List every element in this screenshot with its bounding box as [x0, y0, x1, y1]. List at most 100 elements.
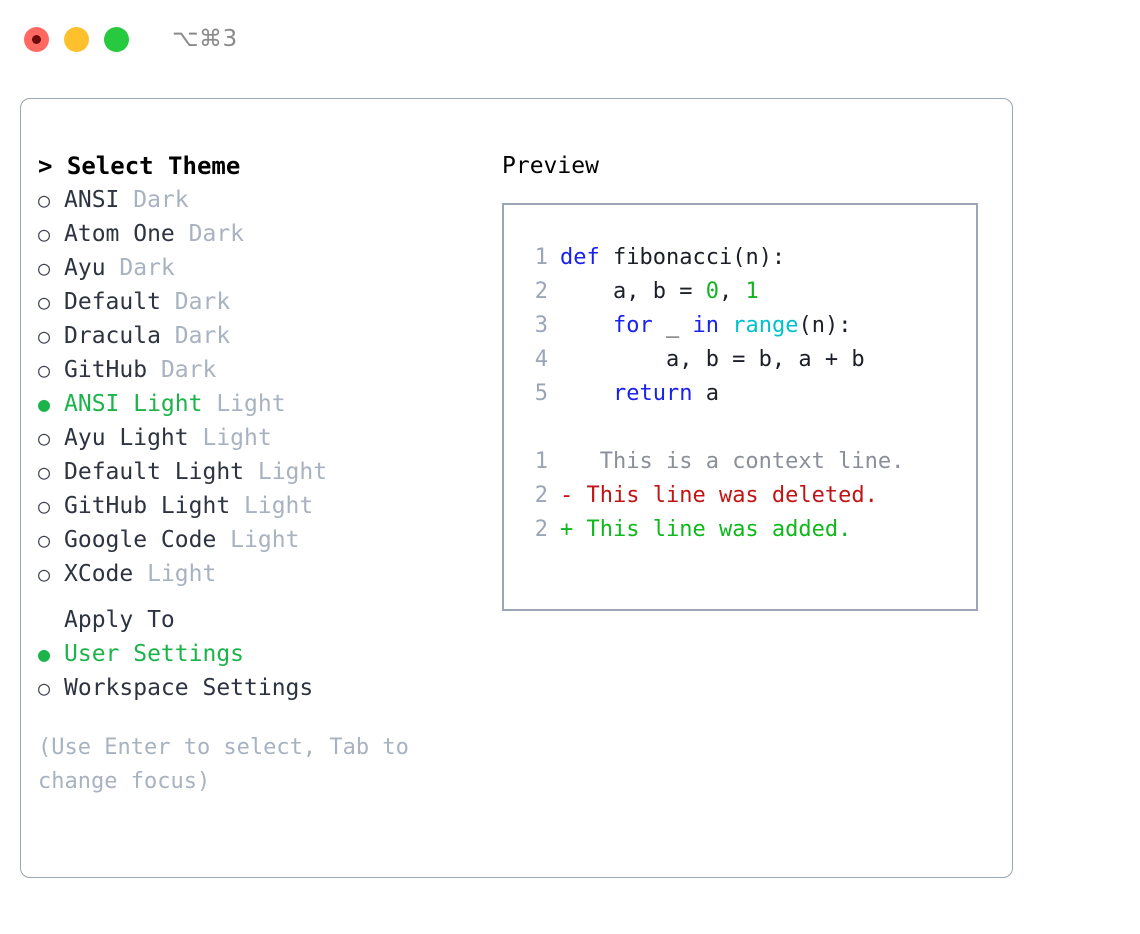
theme-list: ○ANSI Dark○Atom One Dark○Ayu Dark○Defaul… [38, 183, 498, 591]
diff-marker: - [560, 483, 574, 508]
radio-unselected-icon: ○ [38, 358, 51, 382]
radio-unselected-icon: ○ [38, 256, 51, 280]
theme-option-row[interactable]: ○ GitHub Light Light [38, 489, 498, 523]
code-line-text: def fibonacci(n): [560, 241, 785, 275]
theme-option-row[interactable]: ○Dracula Dark [38, 319, 498, 353]
theme-option-label: GitHub Light [64, 493, 231, 519]
code-line-text: for _ in range(n): [560, 309, 851, 343]
theme-variant-badge: Light [216, 527, 300, 553]
code-line-text: a, b = 0, 1 [560, 275, 759, 309]
code-token [560, 313, 613, 338]
code-line-text: a, b = b, a + b [560, 343, 865, 377]
theme-option-row[interactable]: ○Atom One Dark [38, 217, 498, 251]
code-token [560, 381, 613, 406]
apply-to-option-row[interactable]: ○Workspace Settings [38, 671, 498, 705]
theme-variant-badge: Dark [147, 357, 217, 383]
theme-option-label: ANSI Light [64, 391, 203, 417]
theme-variant-badge: Dark [160, 289, 231, 315]
theme-picker-column: > Select Theme ○ANSI Dark○Atom One Dark○… [38, 149, 498, 799]
line-number: 2 [534, 517, 548, 542]
theme-variant-badge: Dark [160, 323, 231, 349]
main-panel: > Select Theme ○ANSI Dark○Atom One Dark○… [20, 98, 1013, 878]
apply-to-option-label: Workspace Settings [64, 675, 314, 701]
code-line-text: return a [560, 377, 719, 411]
code-token: _ [652, 313, 693, 338]
theme-option-label: Dracula [64, 323, 161, 349]
code-token: (n): [798, 313, 852, 338]
theme-option-label: Ayu Light [64, 425, 189, 451]
theme-option-label: Default [64, 289, 161, 315]
radio-unselected-icon: ○ [38, 494, 51, 518]
diff-line-text: This line was deleted. [573, 483, 878, 508]
radio-unselected-icon: ○ [38, 460, 51, 484]
diff-line-text: This is a context line. [573, 449, 905, 474]
theme-option-label: ANSI [64, 187, 120, 213]
code-token: 1 [745, 279, 759, 304]
code-token: in [692, 313, 719, 338]
theme-variant-badge: Light [202, 391, 286, 417]
maximize-button[interactable] [104, 26, 129, 52]
code-token: def [560, 245, 600, 270]
code-token: a, b = b, a + b [560, 347, 865, 372]
theme-option-row[interactable]: ○ ANSI Dark [38, 183, 498, 217]
radio-unselected-icon: ○ [38, 290, 51, 314]
radio-unselected-icon: ○ [38, 188, 51, 212]
theme-option-row[interactable]: ○ Ayu Light Light [38, 421, 498, 455]
title-bar: ⌥⌘3 [0, 0, 1140, 78]
radio-unselected-icon: ○ [38, 528, 51, 552]
theme-variant-badge: Light [133, 561, 217, 587]
diff-marker [560, 445, 573, 479]
theme-option-row[interactable]: ○ GitHub Dark [38, 353, 498, 387]
code-line: 4 a, b = b, a + b [518, 343, 976, 377]
code-token: a [692, 381, 719, 406]
code-token [719, 313, 732, 338]
radio-unselected-icon: ○ [38, 222, 51, 246]
keyboard-shortcut-label: ⌥⌘3 [172, 26, 238, 52]
theme-variant-badge: Dark [105, 255, 175, 281]
theme-option-row[interactable]: ● ANSI Light Light [38, 387, 498, 421]
theme-variant-badge: Light [188, 425, 272, 451]
theme-option-label: GitHub [64, 357, 148, 383]
radio-unselected-icon: ○ [38, 426, 51, 450]
radio-selected-icon: ● [38, 392, 51, 416]
line-number: 1 [534, 245, 548, 270]
diff-sample: 1 This is a context line.2- This line wa… [518, 445, 976, 547]
theme-variant-badge: Dark [119, 187, 189, 213]
diff-line: 2- This line was deleted. [518, 479, 976, 513]
code-line: 3 for _ in range(n): [518, 309, 976, 343]
radio-unselected-icon: ○ [38, 562, 51, 586]
close-button[interactable] [24, 26, 49, 52]
code-line: 1 def fibonacci(n): [518, 241, 976, 275]
radio-selected-icon: ● [38, 642, 51, 666]
apply-to-heading: Apply To [64, 607, 175, 633]
theme-option-row[interactable]: ○ Default Dark [38, 285, 498, 319]
theme-option-row[interactable]: ○ Default Light Light [38, 455, 498, 489]
line-number: 2 [534, 279, 548, 304]
diff-line: 2+ This line was added. [518, 513, 976, 547]
theme-option-label: XCode [64, 561, 134, 587]
theme-variant-badge: Dark [174, 221, 245, 247]
theme-option-label: Default Light [64, 459, 245, 485]
code-token: fibonacci(n): [599, 245, 786, 270]
line-number: 2 [534, 483, 548, 508]
spacer [518, 411, 976, 445]
code-token: return [612, 381, 693, 406]
theme-option-row[interactable]: ○Google Code Light [38, 523, 498, 557]
select-theme-heading: > Select Theme [38, 152, 241, 180]
minimize-button[interactable] [64, 26, 89, 52]
code-line: 2 a, b = 0, 1 [518, 275, 976, 309]
theme-variant-badge: Light [230, 493, 314, 519]
line-number: 3 [534, 313, 548, 338]
apply-to-list: ●User Settings○Workspace Settings [38, 637, 498, 705]
apply-to-option-row[interactable]: ●User Settings [38, 637, 498, 671]
theme-option-row[interactable]: ○Ayu Dark [38, 251, 498, 285]
theme-variant-badge: Light [244, 459, 328, 485]
theme-option-row[interactable]: ○ XCode Light [38, 557, 498, 591]
line-number: 5 [534, 381, 548, 406]
preview-heading: Preview [502, 153, 599, 179]
code-token: , [718, 279, 746, 304]
code-line: 5 return a [518, 377, 976, 411]
code-token: for [612, 313, 653, 338]
